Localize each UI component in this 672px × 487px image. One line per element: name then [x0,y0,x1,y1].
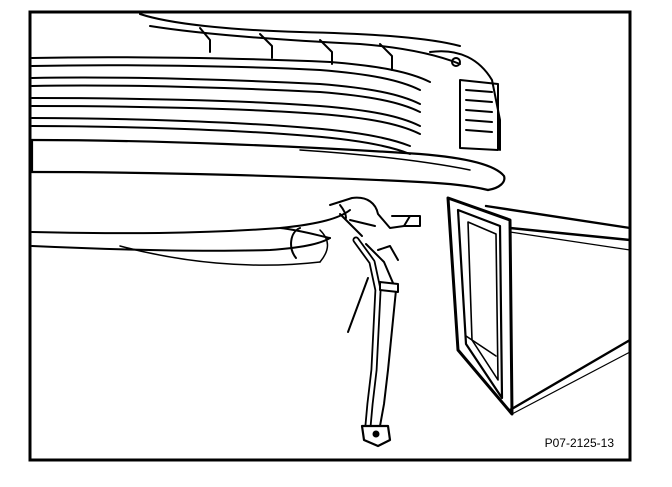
frame-border [28,10,632,462]
grille-end-block [429,50,501,151]
bracket [329,196,421,237]
front-spoiler [31,209,351,266]
bumper [30,138,506,192]
lamp-housing [484,204,632,415]
pointer-line [347,277,369,333]
lamp-frame [446,196,514,416]
figure-code: P07-2125-13 [545,436,615,450]
grille [31,13,461,155]
washer-hose [352,236,399,448]
